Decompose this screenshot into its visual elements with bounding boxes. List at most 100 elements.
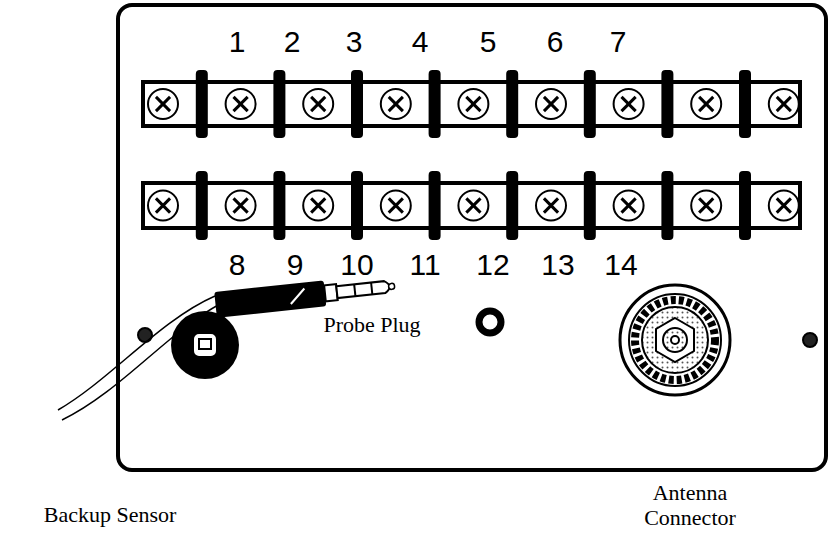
terminal-screw xyxy=(769,89,799,119)
screw-slot xyxy=(544,198,558,212)
screw-slot xyxy=(156,97,170,111)
strip-body xyxy=(143,82,800,126)
strip-barrier xyxy=(584,171,596,240)
terminal-screw xyxy=(691,191,721,221)
terminal-number: 3 xyxy=(346,25,363,60)
terminal-number: 6 xyxy=(547,25,564,60)
connector-pin xyxy=(671,336,679,344)
screw-slot xyxy=(466,97,480,111)
terminal-number: 10 xyxy=(340,248,373,283)
screw-slot xyxy=(622,198,636,212)
screw-slot xyxy=(466,198,480,212)
terminal-number: 12 xyxy=(476,248,509,283)
strip-barrier xyxy=(661,70,673,138)
terminal-screw xyxy=(614,89,644,119)
part-label: Antenna Connector xyxy=(630,480,750,531)
screw-head xyxy=(303,191,333,221)
terminal-number: 11 xyxy=(409,248,440,283)
screw-slot xyxy=(622,198,636,212)
terminal-screw xyxy=(769,191,799,221)
plug-tip xyxy=(336,281,390,298)
screw-slot xyxy=(311,198,325,212)
screw-head xyxy=(226,191,256,221)
terminal-number: 5 xyxy=(480,25,497,60)
terminal-number: 14 xyxy=(604,248,637,283)
terminal-screw xyxy=(226,191,256,221)
strip-barrier xyxy=(661,171,673,240)
terminal-number: 1 xyxy=(229,25,246,60)
terminal-strips xyxy=(143,70,800,240)
screw-head xyxy=(536,89,566,119)
screw-slot xyxy=(234,198,248,212)
screw-slot xyxy=(544,198,558,212)
sensor-window xyxy=(199,339,211,349)
screw-slot xyxy=(156,97,170,111)
screw-slot xyxy=(699,198,713,212)
terminal-screw xyxy=(381,89,411,119)
screw-head xyxy=(381,191,411,221)
terminal-number: 4 xyxy=(412,25,429,60)
screw-head xyxy=(226,89,256,119)
part-label: Probe Plug xyxy=(323,312,420,337)
connector-hex xyxy=(656,318,694,362)
part-label: Backup Sensor xyxy=(44,502,177,527)
screw-head xyxy=(769,89,799,119)
terminal-screw xyxy=(381,191,411,221)
screw-slot xyxy=(234,97,248,111)
terminal-screw xyxy=(536,89,566,119)
terminal-screw xyxy=(614,191,644,221)
screw-slot xyxy=(466,97,480,111)
connector-nut xyxy=(629,294,721,386)
screw-slot xyxy=(156,198,170,212)
panel-outline xyxy=(118,5,826,470)
screw-slot xyxy=(622,97,636,111)
terminal-number: 2 xyxy=(284,25,301,60)
screw-head xyxy=(381,89,411,119)
strip-barrier xyxy=(506,70,518,138)
strip-barrier xyxy=(429,70,441,138)
screw-slot xyxy=(466,198,480,212)
screw-slot xyxy=(777,198,791,212)
terminal-number: 7 xyxy=(610,25,627,60)
strip-barrier xyxy=(739,70,751,138)
terminal-strip xyxy=(143,171,800,240)
screw-slot xyxy=(156,198,170,212)
screw-head xyxy=(691,191,721,221)
strip-barrier xyxy=(196,70,208,138)
screw-slot xyxy=(544,97,558,111)
screw-slot xyxy=(777,97,791,111)
terminal-screw xyxy=(691,89,721,119)
connector-flange xyxy=(620,285,730,395)
antenna-connector xyxy=(620,285,730,395)
connector-knurl xyxy=(635,300,715,380)
terminal-screw xyxy=(148,89,178,119)
screw-slot xyxy=(389,97,403,111)
terminal-number: 13 xyxy=(541,248,574,283)
screw-slot xyxy=(311,198,325,212)
mount-screw xyxy=(138,328,152,342)
terminal-screw xyxy=(303,191,333,221)
screw-slot xyxy=(234,97,248,111)
probe-cable xyxy=(58,296,215,410)
screw-slot xyxy=(777,198,791,212)
sensor-window xyxy=(193,333,217,357)
screw-slot xyxy=(699,198,713,212)
screw-head xyxy=(614,89,644,119)
screw-slot xyxy=(389,198,403,212)
plug-body xyxy=(214,280,326,317)
terminal-screw xyxy=(458,89,488,119)
screw-slot xyxy=(544,97,558,111)
screw-slot xyxy=(622,97,636,111)
terminal-screw xyxy=(148,191,178,221)
screw-slot xyxy=(699,97,713,111)
terminal-screw xyxy=(536,191,566,221)
screw-head xyxy=(148,89,178,119)
screw-head xyxy=(458,191,488,221)
screw-head xyxy=(614,191,644,221)
screw-slot xyxy=(311,97,325,111)
plug-ring xyxy=(371,283,372,295)
screw-head xyxy=(303,89,333,119)
strip-barrier xyxy=(273,171,285,240)
screw-head xyxy=(148,191,178,221)
